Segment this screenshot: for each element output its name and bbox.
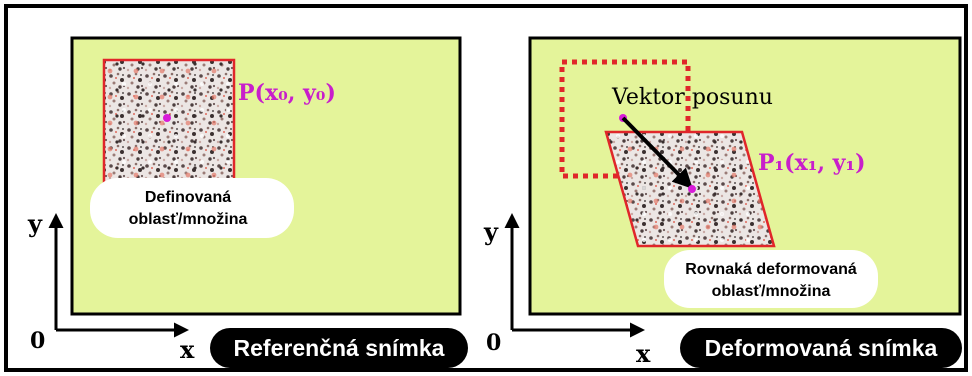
reference-region [102,58,236,192]
reference-point-marker [163,114,171,122]
reference-caption: Referenčná snímka [234,335,445,361]
deformed-region-label-line2: oblasť/množina [712,283,831,300]
deformed-region-label-line1: Rovnaká deformovaná [685,261,857,278]
reference-axis-y-label: y [27,209,43,238]
reference-region-label-line1: Definovaná [145,189,231,206]
reference-origin-label: 0 [30,328,45,354]
displacement-vector-label: Vektor posunu [611,85,773,110]
reference-caption-badge [210,328,468,368]
deformed-caption-badge [680,328,962,368]
displacement-vector-arrow [621,116,693,189]
deformed-point-marker [688,185,696,193]
deformed-axis-y-label: y [483,217,499,246]
reference-region-label-pill [90,178,294,238]
deformed-point-label: P₁(x₁, y₁) [758,150,866,176]
deformed-origin-label: 0 [486,330,501,356]
deformed-region-label-pill [664,250,878,308]
reference-point-label: P(x₀, y₀) [238,80,336,106]
deformed-axis-x-label: x [636,339,651,368]
reference-axis-x-label: x [180,335,195,364]
reference-region-label-line2: oblasť/množina [129,211,248,228]
deformed-caption: Deformovaná snímka [705,335,938,361]
